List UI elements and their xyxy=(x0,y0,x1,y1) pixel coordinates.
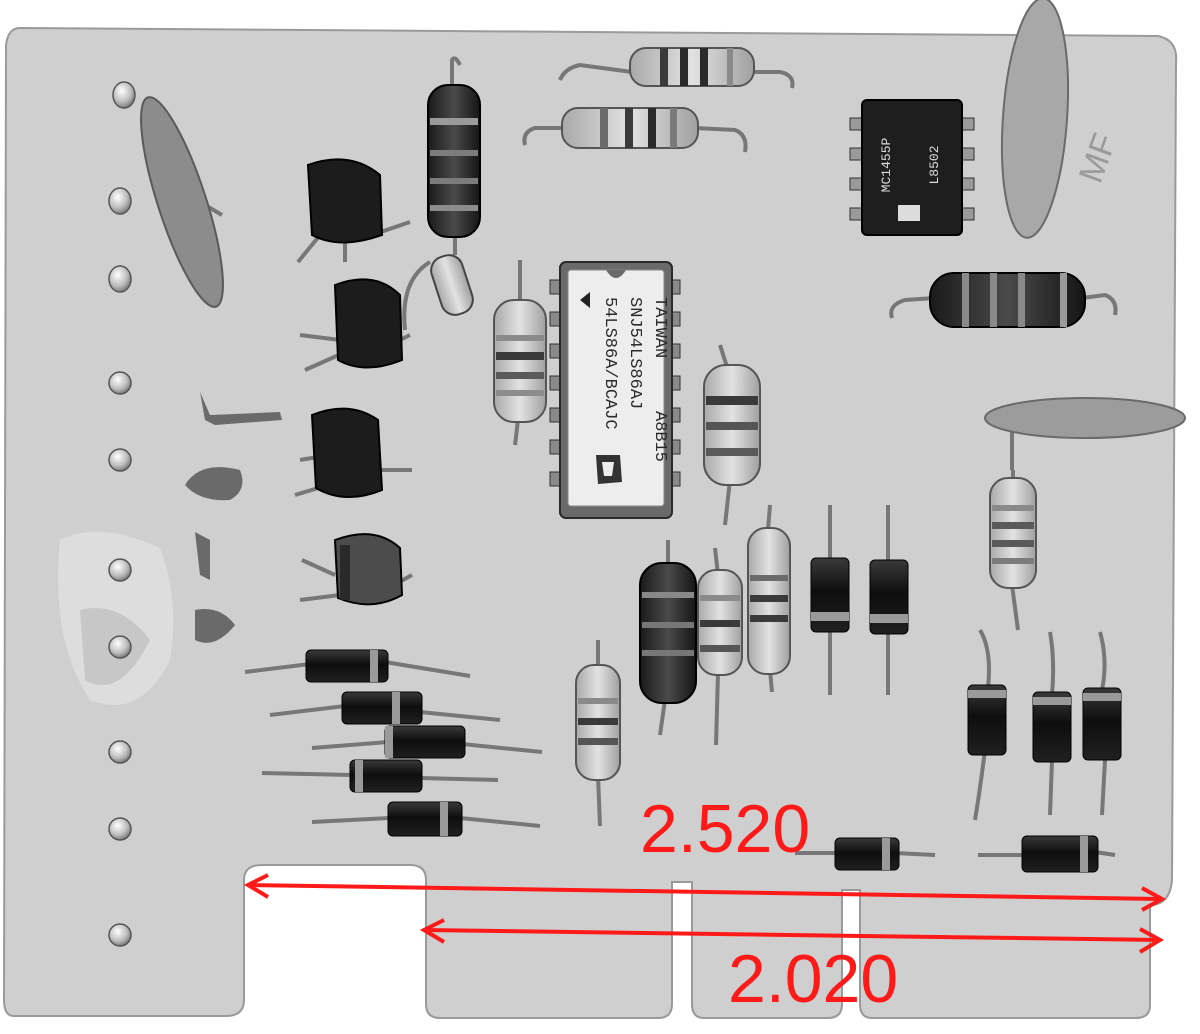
ceramic-ic-label-line1: TAIWAN xyxy=(650,297,669,358)
header-pins xyxy=(108,81,136,947)
dimension-arrow-lower xyxy=(419,918,1165,954)
ceramic-ic: TAIWAN A8B15 SNJ54LS86AJ 54LS86A/BCAJC xyxy=(549,261,681,519)
dimension-label-upper: 2.520 xyxy=(640,791,811,867)
transistor-3 xyxy=(294,407,412,499)
resistor-horizontal-1 xyxy=(558,47,795,89)
transistor-4 xyxy=(299,533,413,606)
solder-blobs xyxy=(185,392,282,643)
resistor-horizontal-right xyxy=(889,272,1118,328)
dimension-label-lower: 2.020 xyxy=(728,941,899,1017)
diode-horizontal-left-5 xyxy=(311,801,541,837)
resistor-vertical-far-right xyxy=(989,470,1037,631)
diode-horizontal-left-4 xyxy=(261,759,499,793)
capacitor-oval-top-right xyxy=(1000,0,1070,239)
disc-capacitor-right xyxy=(984,397,1186,470)
resistor-small-diagonal xyxy=(402,254,474,331)
transistor-1 xyxy=(296,158,411,264)
circuit-board xyxy=(2,26,1178,1019)
disc-capacitor-left xyxy=(140,96,224,308)
diode-horizontal-right-2 xyxy=(978,835,1116,873)
dip8-ic-label-line1: MC1455P xyxy=(879,137,894,192)
resistor-vertical-middle xyxy=(493,260,547,446)
ceramic-ic-label-line2: A8B15 xyxy=(650,411,669,462)
ceramic-ic-label-line4: 54LS86A/BCAJC xyxy=(600,297,619,430)
diode-horizontal-left-2 xyxy=(269,691,501,725)
dimension-arrow-upper xyxy=(243,873,1167,912)
dip8-ic-label-line2: L8502 xyxy=(927,145,942,184)
resistor-vertical-top xyxy=(427,56,481,255)
diode-vertical-5 xyxy=(1082,631,1122,816)
resistor-dark-bottom xyxy=(639,540,697,736)
dip8-ic: MC1455P L8502 xyxy=(849,99,975,236)
diode-stack xyxy=(244,649,543,837)
diode-vertical-2 xyxy=(869,505,909,695)
resistor-light-bottom-1 xyxy=(697,547,743,746)
resistor-light-bottom-2 xyxy=(747,504,791,693)
resistor-horizontal-2 xyxy=(522,107,748,153)
diode-vertical-1 xyxy=(810,505,850,695)
resistor-light-bottom-3 xyxy=(575,640,621,827)
resistor-vertical-right xyxy=(703,344,761,526)
diode-vertical-4 xyxy=(1032,631,1072,816)
ti-logo-icon xyxy=(596,455,622,484)
transistor-2 xyxy=(299,278,411,372)
diode-horizontal-left-3 xyxy=(311,725,543,759)
diode-horizontal-left-1 xyxy=(244,649,471,683)
diode-horizontal-right-1 xyxy=(795,837,936,871)
ceramic-ic-label-line3: SNJ54LS86AJ xyxy=(625,297,644,409)
diode-vertical-3 xyxy=(967,628,1007,821)
